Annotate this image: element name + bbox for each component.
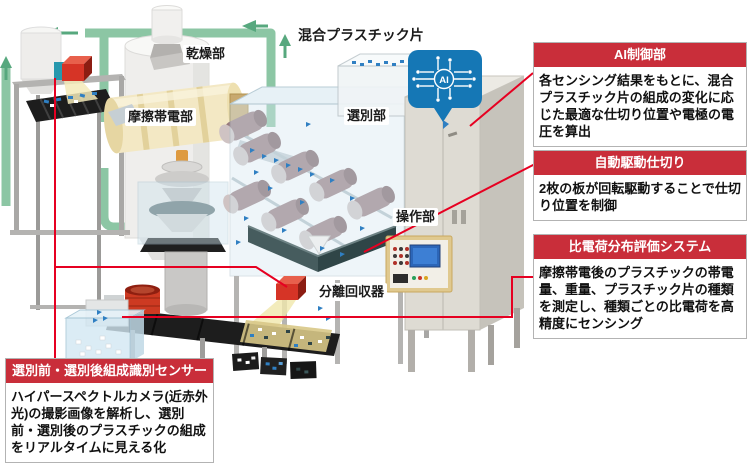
- sample-trays: [232, 352, 317, 379]
- plastic-flakes: [43, 60, 449, 347]
- flakes-chamber: [236, 122, 365, 257]
- callout-ai-control-body: 各センシング結果をもとに、混合プラスチック片の組成の変化に応じた最適な仕切り位置…: [539, 72, 735, 140]
- auto-partition-plate: [307, 235, 331, 255]
- label-friction-charging: 摩擦帯電部: [125, 108, 197, 126]
- hyperspectral-camera-pre: [62, 56, 92, 81]
- callout-ai-control-title: AI制御部: [534, 43, 746, 67]
- callout-charge-distribution: 比電荷分布評価システム 摩擦帯電後のプラスチックの帯電量、重量、プラスチック片の…: [533, 234, 747, 340]
- callout-auto-partition-body: 2枚の板が回転駆動することで仕切り位置を制御: [539, 180, 741, 213]
- leader-composition-sensor-branch: [55, 266, 288, 288]
- flakes-outfeed: [250, 306, 331, 347]
- ai-badge-text: AI: [439, 75, 449, 86]
- leader-lines: [54, 72, 536, 358]
- sorted-white-flakes: [75, 335, 122, 357]
- pipe-elbow: [99, 168, 134, 232]
- callout-charge-distribution-body: 摩擦帯電後のプラスチックの帯電量、重量、プラスチック片の種類を測定し、種類ごとの…: [539, 264, 734, 332]
- label-sorting: 選別部: [344, 107, 390, 125]
- label-operation: 操作部: [393, 208, 439, 226]
- label-dryer: 乾燥部: [183, 45, 229, 63]
- flow-arrow-icon: [279, 34, 291, 46]
- infeed-station: [10, 26, 130, 310]
- leader-charge-distribution: [122, 276, 533, 318]
- panel-buttons: [393, 247, 428, 283]
- label-mixed-plastic: 混合プラスチック片: [295, 26, 427, 45]
- flow-arrow-icon: [242, 20, 256, 32]
- flow-arrow-icon: [0, 56, 12, 68]
- label-separation-collector: 分離回収器: [316, 283, 388, 301]
- callout-composition-sensor-body: ハイパースペクトルカメラ(近赤外光)の撮影画像を解析し、選別前・選別後のプラスチ…: [11, 388, 208, 456]
- flakes-infeed-belt: [43, 92, 97, 107]
- callout-auto-partition: 自動駆動仕切り 2枚の板が回転駆動することで仕切り位置を制御: [533, 150, 747, 221]
- vibration-feeder: [137, 150, 229, 245]
- sensor-mount: [54, 62, 64, 80]
- flakes-hopper-rim: [352, 60, 449, 129]
- control-panel: [385, 235, 453, 293]
- callout-ai-control: AI制御部 各センシング結果をもとに、混合プラスチック片の組成の変化に応じた最適…: [533, 42, 747, 148]
- leader-auto-partition: [363, 163, 536, 253]
- ai-chip-icon: AI: [408, 50, 482, 122]
- flakes-container-drop: [93, 310, 108, 323]
- callout-auto-partition-title: 自動駆動仕切り: [534, 151, 746, 175]
- collection-container: [64, 295, 146, 363]
- callout-composition-sensor: 選別前・選別後組成識別センサー ハイパースペクトルカメラ(近赤外光)の撮影画像を…: [5, 358, 214, 463]
- callout-composition-sensor-title: 選別前・選別後組成識別センサー: [6, 359, 213, 383]
- callout-charge-distribution-title: 比電荷分布評価システム: [534, 235, 746, 259]
- leader-ai-control: [469, 72, 534, 127]
- partition-hopper: [247, 225, 397, 272]
- hyperspectral-camera-post: [276, 276, 306, 300]
